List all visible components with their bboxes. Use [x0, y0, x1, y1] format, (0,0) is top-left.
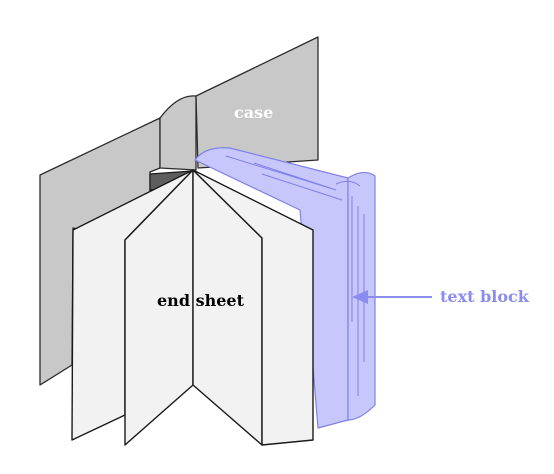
- text-block-page-lines: [225, 155, 365, 396]
- case-spine: [159, 95, 197, 171]
- case-right-board: [195, 36, 319, 169]
- text-block-arrow: [352, 290, 432, 304]
- end-sheet-page-outer-right: [192, 169, 314, 446]
- end-sheet-label: end sheet: [157, 291, 244, 310]
- text-block-label: text block: [440, 287, 529, 306]
- case-label: case: [234, 103, 274, 122]
- text-block-body: [194, 147, 349, 429]
